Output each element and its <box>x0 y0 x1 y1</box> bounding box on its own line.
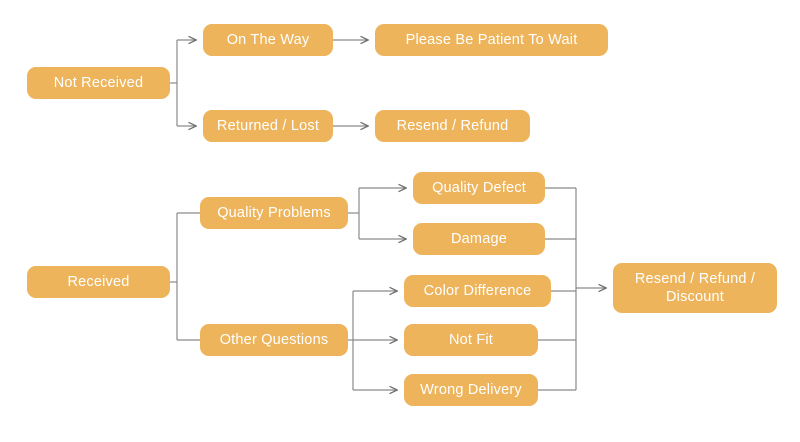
node-quality-defect[interactable]: Quality Defect <box>413 172 545 204</box>
node-other-questions[interactable]: Other Questions <box>200 324 348 356</box>
node-on-the-way[interactable]: On The Way <box>203 24 333 56</box>
node-not-received[interactable]: Not Received <box>27 67 170 99</box>
node-not-fit[interactable]: Not Fit <box>404 324 538 356</box>
node-color-difference[interactable]: Color Difference <box>404 275 551 307</box>
node-please-be-patient-to-wait[interactable]: Please Be Patient To Wait <box>375 24 608 56</box>
node-resend-refund[interactable]: Resend / Refund <box>375 110 530 142</box>
node-damage[interactable]: Damage <box>413 223 545 255</box>
node-returned-lost[interactable]: Returned / Lost <box>203 110 333 142</box>
node-quality-problems[interactable]: Quality Problems <box>200 197 348 229</box>
node-resend-refund-discount[interactable]: Resend / Refund / Discount <box>613 263 777 313</box>
node-received[interactable]: Received <box>27 266 170 298</box>
node-wrong-delivery[interactable]: Wrong Delivery <box>404 374 538 406</box>
